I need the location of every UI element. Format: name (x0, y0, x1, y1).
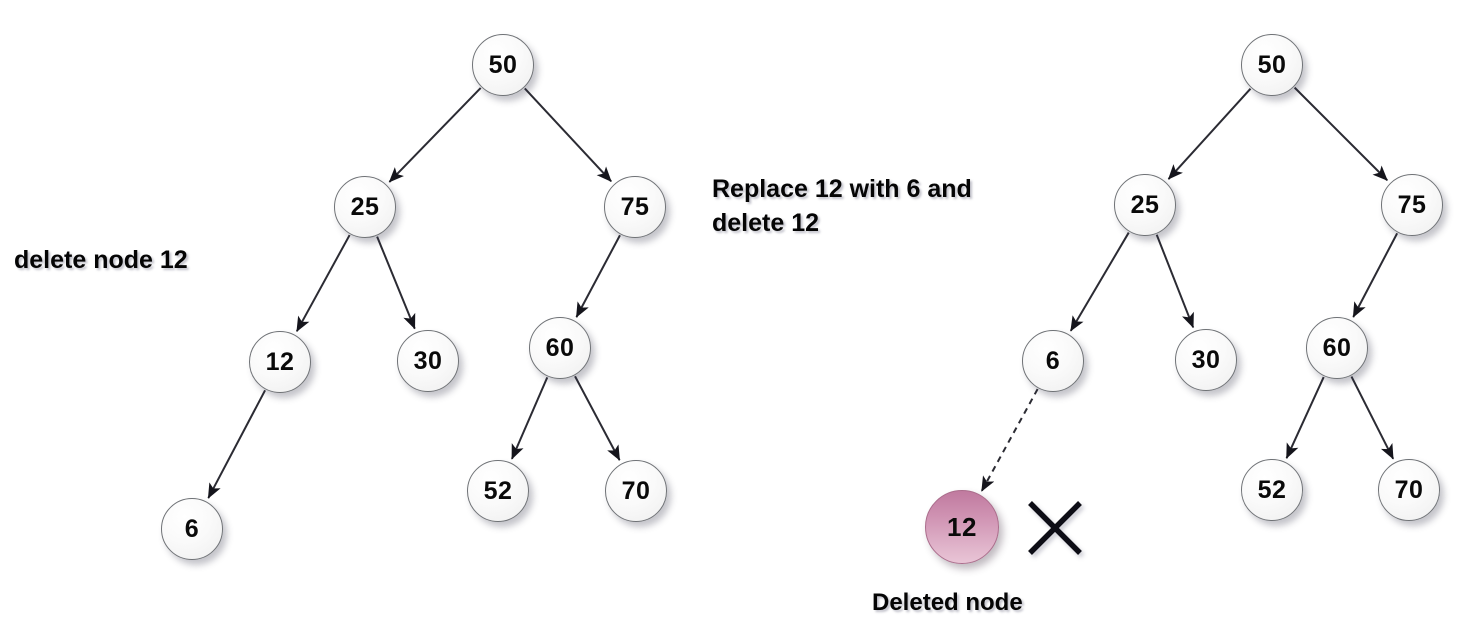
node-value: 70 (621, 476, 651, 505)
node-value: 25 (1130, 190, 1160, 219)
after-edge-r25-to-r30 (1155, 234, 1195, 329)
after-edge-r75-to-r60 (1352, 232, 1399, 318)
node-value: 30 (413, 346, 443, 375)
after-node-50: 50 (1241, 34, 1303, 96)
after-edge-r6-to-r12 (980, 388, 1039, 492)
before-node-75: 75 (604, 176, 666, 238)
before-node-6: 6 (161, 498, 223, 560)
before-node-50: 50 (472, 34, 534, 96)
node-value: 52 (1257, 475, 1287, 504)
before-edge-l50-to-l75 (524, 87, 612, 183)
before-node-12: 12 (249, 331, 311, 393)
after-node-30: 30 (1175, 329, 1237, 391)
node-value: 50 (1257, 50, 1287, 79)
before-edge-l50-to-l25 (388, 87, 482, 183)
node-value: 12 (265, 347, 295, 376)
node-value: 75 (620, 192, 650, 221)
after-node-52: 52 (1241, 459, 1303, 521)
after-edge-r60-to-r52 (1285, 376, 1325, 459)
after-node-70: 70 (1378, 459, 1440, 521)
after-node-75: 75 (1381, 174, 1443, 236)
after-edge-r25-to-r6 (1069, 232, 1130, 332)
after-edge-r60-to-r70 (1350, 376, 1395, 460)
after-node-60: 60 (1306, 317, 1368, 379)
node-value: 50 (488, 50, 518, 79)
before-edge-l12-to-l6 (207, 389, 266, 499)
node-value: 30 (1191, 345, 1221, 374)
before-edge-l25-to-l12 (295, 234, 351, 333)
node-value: 12 (947, 511, 977, 542)
after-node-25: 25 (1114, 174, 1176, 236)
deleted-node-12: 12 (925, 490, 999, 564)
transition-caption: Replace 12 with 6 and delete 12 (712, 175, 972, 237)
before-node-60: 60 (529, 317, 591, 379)
node-value: 75 (1397, 190, 1427, 219)
before-node-52: 52 (467, 460, 529, 522)
left-caption: delete node 12 (14, 246, 188, 274)
before-edge-l75-to-l60 (575, 234, 621, 318)
node-value: 60 (1322, 333, 1352, 362)
node-value: 6 (1045, 346, 1061, 375)
node-value: 6 (184, 514, 200, 543)
after-node-6: 6 (1022, 330, 1084, 392)
before-node-30: 30 (397, 330, 459, 392)
deleted-node-caption: Deleted node (872, 589, 1023, 616)
before-edge-l60-to-l52 (511, 376, 549, 460)
node-value: 70 (1394, 475, 1424, 504)
after-edge-r50-to-r25 (1167, 88, 1252, 180)
node-value: 52 (483, 476, 513, 505)
node-value: 25 (350, 192, 380, 221)
after-edge-r50-to-r75 (1293, 86, 1388, 181)
before-node-25: 25 (334, 176, 396, 238)
before-edge-l60-to-l70 (574, 375, 621, 461)
delete-x-icon (1028, 501, 1082, 555)
before-edge-l25-to-l30 (376, 236, 416, 330)
before-node-70: 70 (605, 460, 667, 522)
node-value: 60 (545, 333, 575, 362)
